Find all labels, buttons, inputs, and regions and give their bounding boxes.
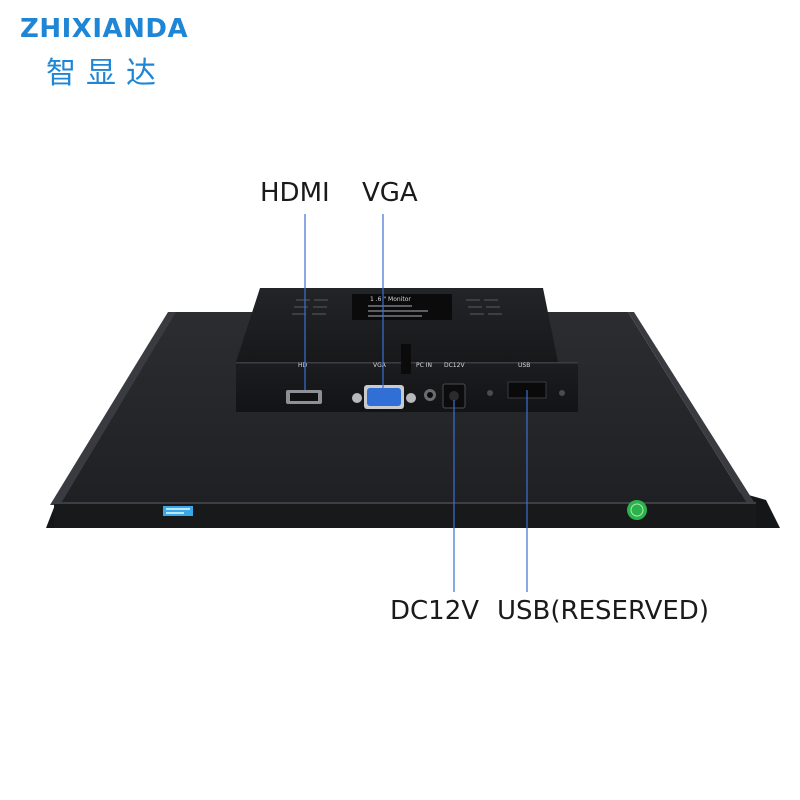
hdmi-port	[286, 390, 322, 404]
spec-label-title: 1 .6 " Monitor	[370, 296, 411, 303]
internal-cable	[401, 344, 411, 374]
callout-vga: VGA	[362, 178, 418, 208]
pc-in-jack	[424, 389, 436, 401]
port-label-dc12v: DC12V	[444, 362, 465, 369]
callout-hdmi: HDMI	[260, 178, 330, 208]
leader-lines	[304, 214, 528, 592]
front-screw-left	[487, 390, 493, 396]
vent-right	[466, 299, 502, 315]
serial-sticker	[163, 506, 193, 516]
controller-box: 1 .6 " Monitor HD VGA PC IN DC12V USB	[236, 288, 578, 412]
callout-dc12v: DC12V	[390, 596, 480, 626]
port-label-pcin: PC IN	[416, 362, 432, 369]
port-label-vga: VGA	[373, 362, 387, 369]
front-screw-right	[559, 390, 565, 396]
dc12v-jack	[442, 383, 466, 409]
callout-usb-reserved: USB(RESERVED)	[497, 596, 709, 626]
brand-name-en: ZHIXIANDA	[20, 14, 189, 44]
brand-logo: ZHIXIANDA 智显达	[20, 14, 190, 92]
port-label-hd: HD	[298, 362, 308, 369]
vent-left	[292, 299, 328, 315]
brand-name-cn: 智显达	[46, 56, 166, 91]
vga-port	[352, 385, 416, 409]
qc-badge	[627, 500, 647, 520]
port-label-usb: USB	[518, 362, 530, 369]
